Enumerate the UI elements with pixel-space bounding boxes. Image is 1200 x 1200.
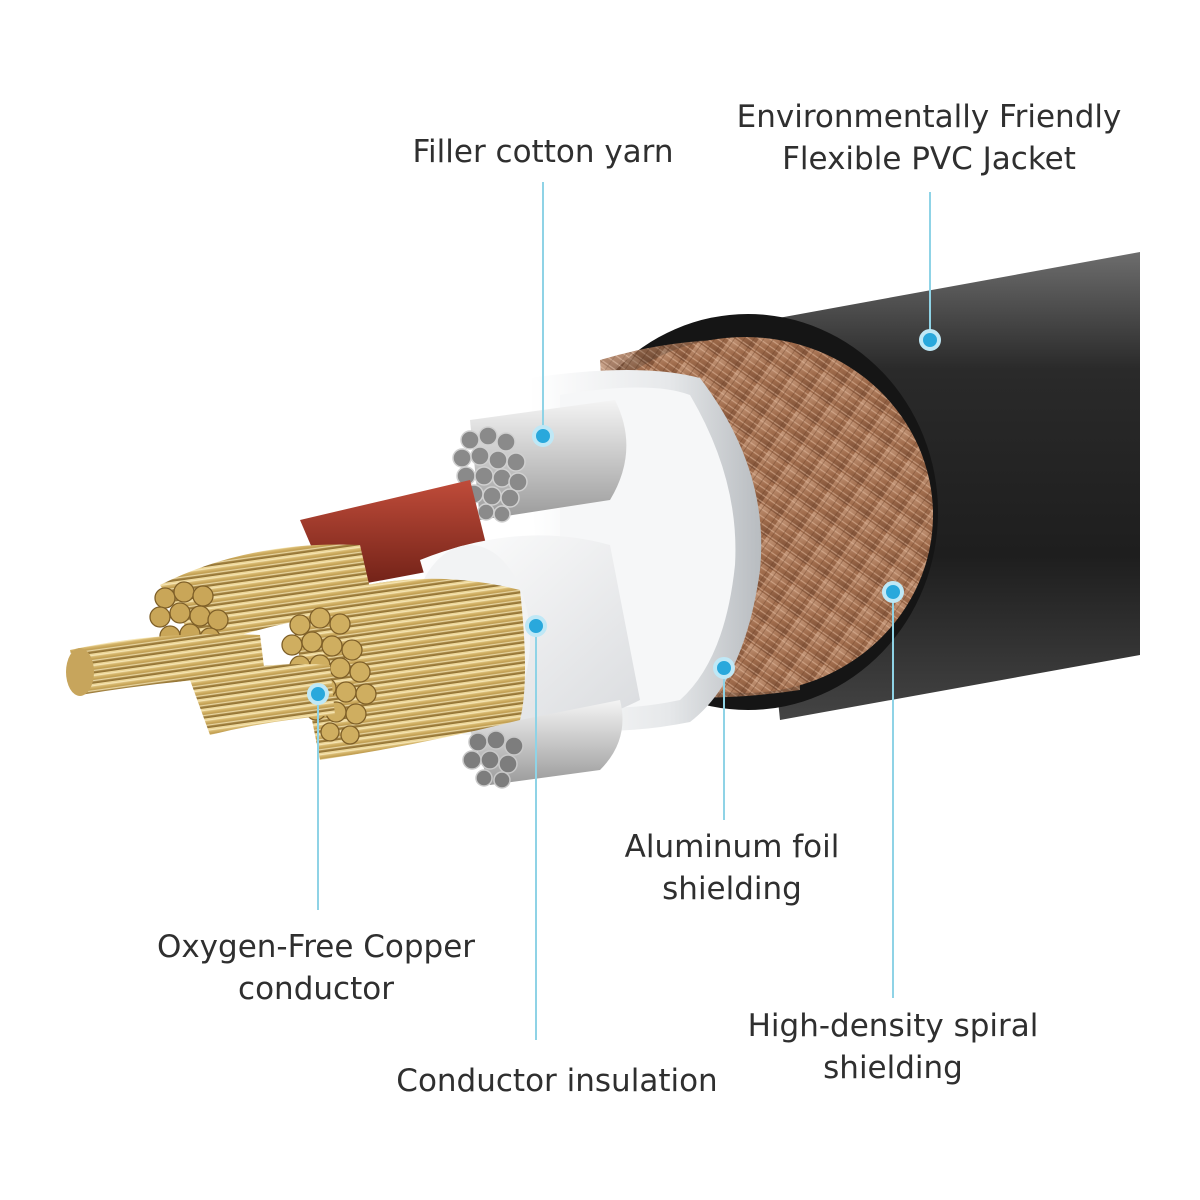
callout-spiral-line-1: High-density spiral [747,1008,1039,1044]
marker-spiral [882,581,904,603]
marker-jacket [919,329,941,351]
leader-lines [317,182,931,1040]
callout-conductor-insulation: Conductor insulation [392,1060,722,1102]
callout-foil-line-1: Aluminum foil [624,829,840,865]
callout-copper-line-2: conductor [238,971,394,1007]
copper-strand-tip [70,634,265,695]
marker-filler [532,425,554,447]
callout-spiral-shielding: High-density spiral shielding [743,1005,1043,1089]
callout-jacket-line-1: Environmentally Friendly [736,99,1122,135]
callout-foil-line-2: shielding [662,871,802,907]
callout-copper-line-1: Oxygen-Free Copper [156,929,476,965]
copper-tip-end [66,648,94,696]
marker-insulation [525,615,547,637]
callout-oxygen-free-copper: Oxygen-Free Copper conductor [146,926,486,1010]
callout-spiral-line-2: shielding [823,1050,963,1086]
marker-foil [713,657,735,679]
marker-copper [307,683,329,705]
callout-pvc-jacket: Environmentally Friendly Flexible PVC Ja… [729,96,1129,180]
callout-aluminum-foil: Aluminum foil shielding [602,826,862,910]
filler-strand-ends-lower [462,730,524,789]
callout-filler-line-1: Filler cotton yarn [412,134,674,170]
callout-jacket-line-2: Flexible PVC Jacket [782,141,1076,177]
copper-bundle-mid [190,664,335,735]
filler-strand-ends-upper [452,426,528,523]
callout-filler-cotton-yarn: Filler cotton yarn [393,131,693,173]
callout-insulation-line-1: Conductor insulation [396,1063,718,1099]
callout-markers [307,329,941,705]
